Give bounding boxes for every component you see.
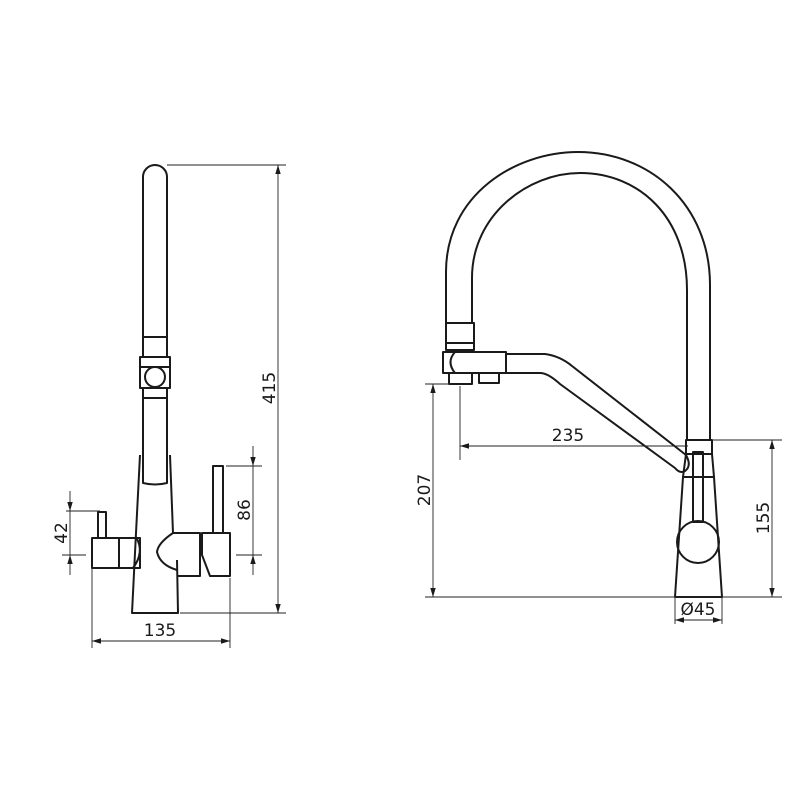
lever-height-dimension-label: 86 xyxy=(235,499,255,521)
side-view-dimensions: 207 235 155 Ø45 xyxy=(415,383,782,624)
side-body xyxy=(674,453,723,598)
side-head-outlet-2 xyxy=(478,372,500,384)
side-mixer-lever xyxy=(692,451,704,523)
front-spout xyxy=(142,164,168,338)
front-view-faucet xyxy=(91,164,231,614)
side-pullout-hose xyxy=(506,353,690,473)
front-mixer-handle xyxy=(173,532,201,577)
front-spout-collar xyxy=(142,336,168,358)
height-dimension-label: 415 xyxy=(260,372,280,404)
width-dimension-label: 135 xyxy=(144,621,176,641)
front-pipe xyxy=(142,398,168,486)
side-head-ball xyxy=(449,351,456,374)
front-filter-handle xyxy=(91,537,141,569)
front-swivel-lower xyxy=(142,387,168,399)
front-collar-ring xyxy=(139,356,171,368)
front-swivel-ball xyxy=(144,366,166,388)
side-head-outlet-1 xyxy=(448,372,473,385)
front-mixer-lever-block xyxy=(201,532,231,577)
front-body xyxy=(131,454,179,614)
body-height-dimension-label: 155 xyxy=(754,502,774,534)
front-mixer-lever xyxy=(212,465,224,534)
side-body-top-band xyxy=(685,439,713,455)
spout-height-dimension-label: 207 xyxy=(415,474,435,506)
side-collar-ring xyxy=(445,342,475,351)
front-body-cut-right xyxy=(156,532,178,571)
filter-lever-dimension-label: 42 xyxy=(52,522,72,544)
spout-reach-dimension-label: 235 xyxy=(552,426,584,446)
side-view-faucet xyxy=(442,151,723,598)
side-spout-collar xyxy=(445,322,475,344)
side-mixer-ball xyxy=(676,520,720,564)
side-spout-arc-inner xyxy=(471,172,688,440)
base-diameter-dimension-label: Ø45 xyxy=(680,600,715,620)
front-filter-lever xyxy=(97,511,107,539)
side-pullout-head xyxy=(442,351,507,374)
front-view-dimensions: 415 86 42 135 xyxy=(52,164,286,648)
side-spout-arc-outer xyxy=(445,151,711,440)
